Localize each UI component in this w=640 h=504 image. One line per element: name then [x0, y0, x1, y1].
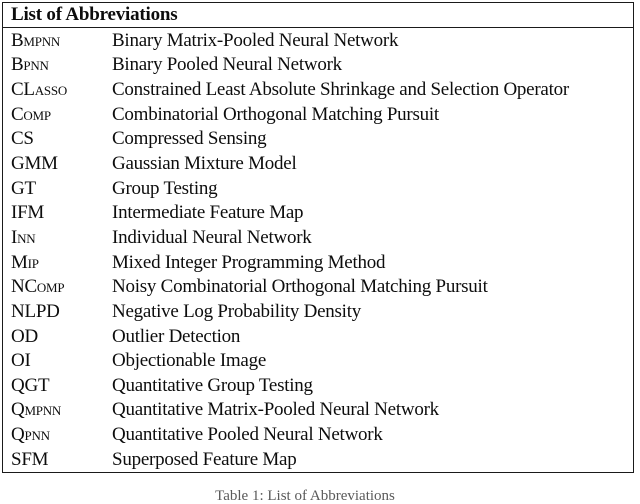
table-header-row: List of Abbreviations — [3, 3, 633, 28]
abbreviation-row: CLasso Constrained Least Absolute Shrink… — [3, 78, 633, 103]
abbreviation-definition: Gaussian Mixture Model — [112, 153, 297, 175]
abbreviation-row: IFM Intermediate Feature Map — [3, 201, 633, 226]
abbreviation-term: NLPD — [11, 300, 60, 322]
abbreviation-term: OI — [11, 350, 31, 372]
abbreviation-row: GT Group Testing — [3, 176, 633, 201]
abbreviation-row: SFM Superposed Feature Map — [3, 447, 633, 472]
abbreviation-row: CS Compressed Sensing — [3, 127, 633, 152]
abbreviation-definition: Superposed Feature Map — [112, 448, 297, 470]
abbreviation-row: Bpnn Binary Pooled Neural Network — [3, 53, 633, 78]
table-body: Bmpnn Binary Matrix-Pooled Neural Networ… — [3, 29, 633, 473]
abbreviation-row: Bmpnn Binary Matrix-Pooled Neural Networ… — [3, 29, 633, 54]
abbreviation-definition: Mixed Integer Programming Method — [112, 251, 386, 273]
abbreviation-term: QGT — [11, 374, 50, 396]
table-title: List of Abbreviations — [11, 4, 178, 25]
abbreviation-definition: Negative Log Probability Density — [112, 300, 361, 322]
abbreviation-term: Qpnn — [11, 424, 50, 446]
abbreviation-row: GMM Gaussian Mixture Model — [3, 152, 633, 177]
abbreviation-row: QGT Quantitative Group Testing — [3, 373, 633, 398]
abbreviation-definition: Outlier Detection — [112, 325, 241, 347]
abbreviation-definition: Intermediate Feature Map — [112, 202, 304, 224]
abbreviation-definition: Group Testing — [112, 177, 218, 199]
abbreviation-definition: Combinatorial Orthogonal Matching Pursui… — [112, 103, 439, 125]
abbreviation-row: OI Objectionable Image — [3, 349, 633, 374]
abbreviation-row: Inn Individual Neural Network — [3, 226, 633, 251]
abbreviation-definition: Quantitative Group Testing — [112, 374, 313, 396]
abbreviation-term: Inn — [11, 226, 36, 248]
abbreviation-row: OD Outlier Detection — [3, 324, 633, 349]
abbreviation-definition: Quantitative Matrix-Pooled Neural Networ… — [112, 399, 439, 421]
table-caption-text: Table 1: List of Abbreviations — [215, 488, 395, 504]
abbreviation-definition: Compressed Sensing — [112, 128, 267, 150]
abbreviation-term: SFM — [11, 448, 49, 470]
abbreviation-definition: Binary Pooled Neural Network — [112, 54, 342, 76]
abbreviation-term: IFM — [11, 202, 45, 224]
abbreviation-term: Bpnn — [11, 54, 49, 76]
abbreviation-row: NComp Noisy Combinatorial Orthogonal Mat… — [3, 275, 633, 300]
abbreviation-term: Bmpnn — [11, 29, 60, 51]
abbreviation-row: Mip Mixed Integer Programming Method — [3, 250, 633, 275]
abbreviation-row: NLPD Negative Log Probability Density — [3, 300, 633, 325]
abbreviation-definition: Quantitative Pooled Neural Network — [112, 424, 383, 446]
abbreviation-term: OD — [11, 325, 38, 347]
abbreviation-term: GT — [11, 177, 36, 199]
abbreviation-row: Qmpnn Quantitative Matrix-Pooled Neural … — [3, 398, 633, 423]
abbreviation-term: Qmpnn — [11, 399, 62, 421]
abbreviation-term: Comp — [11, 103, 51, 125]
abbreviation-definition: Binary Matrix-Pooled Neural Network — [112, 29, 399, 51]
abbreviation-definition: Individual Neural Network — [112, 226, 312, 248]
abbreviation-term: GMM — [11, 153, 58, 175]
table-caption: Table 1: List of Abbreviations — [0, 489, 625, 504]
abbreviation-definition: Constrained Least Absolute Shrinkage and… — [112, 79, 569, 101]
abbreviation-term: CS — [11, 128, 34, 150]
abbreviation-term: NComp — [11, 276, 65, 298]
abbreviations-table: List of Abbreviations Bmpnn Binary Matri… — [2, 2, 634, 473]
abbreviation-term: CLasso — [11, 79, 68, 101]
abbreviation-term: Mip — [11, 251, 39, 273]
abbreviation-row: Comp Combinatorial Orthogonal Matching P… — [3, 102, 633, 127]
abbreviation-row: Qpnn Quantitative Pooled Neural Network — [3, 423, 633, 448]
abbreviation-definition: Noisy Combinatorial Orthogonal Matching … — [112, 276, 488, 298]
abbreviation-definition: Objectionable Image — [112, 350, 267, 372]
